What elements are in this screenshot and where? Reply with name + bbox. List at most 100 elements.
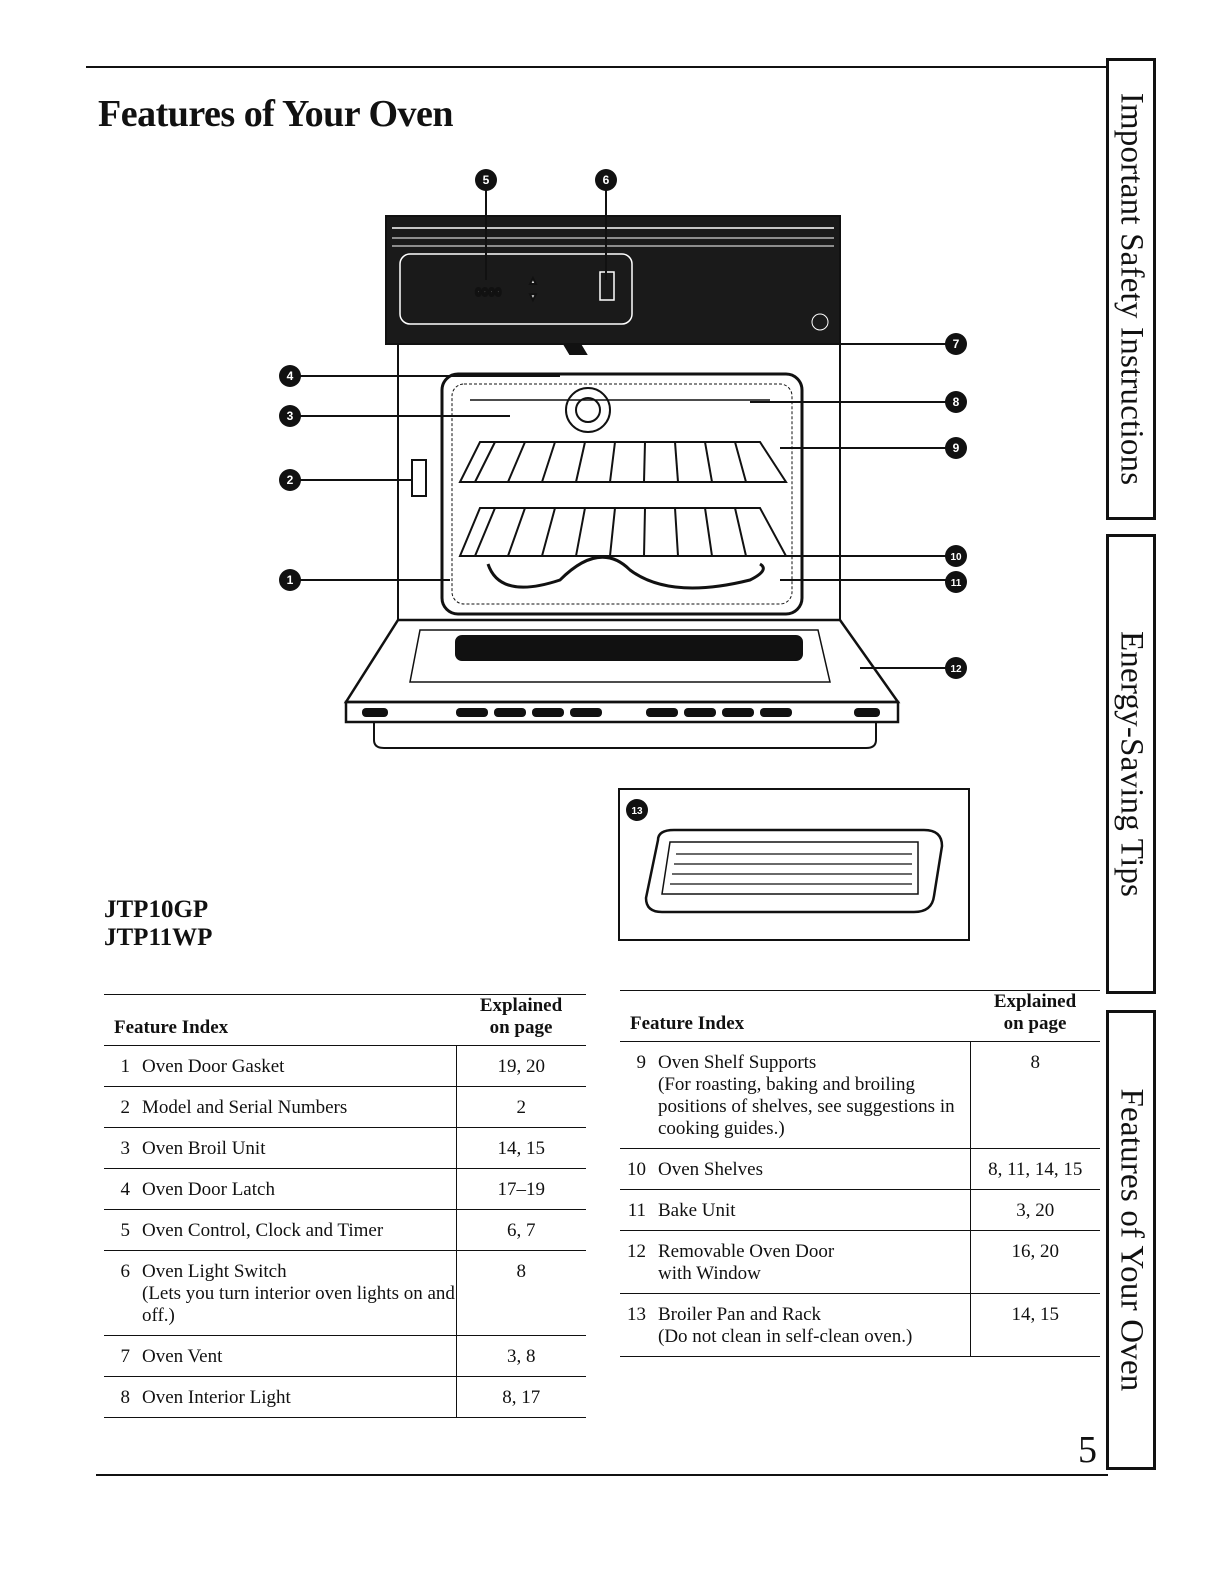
callout-9: 9	[945, 437, 967, 459]
header-line: Explained	[993, 991, 1077, 1012]
feature-name: Oven Vent	[142, 1346, 223, 1367]
feature-number: 2	[104, 1086, 142, 1128]
svg-text:3: 3	[287, 409, 294, 423]
svg-text:▼: ▼	[528, 292, 538, 303]
svg-text:5: 5	[483, 173, 490, 187]
feature-pages: 16, 20	[969, 1230, 1100, 1294]
feature-name: Oven Door Gasket	[142, 1056, 285, 1077]
callout-8: 8	[945, 391, 967, 413]
feature-pages: 3, 8	[455, 1335, 586, 1377]
feature-note: with Window	[658, 1263, 761, 1284]
feature-number: 4	[104, 1168, 142, 1210]
callout-6: 6	[595, 169, 617, 191]
feature-cell: Oven Light Switch(Lets you turn interior…	[142, 1250, 456, 1336]
feature-pages: 8, 17	[455, 1376, 586, 1418]
feature-name: Oven Light Switch	[142, 1261, 287, 1282]
callout-12: 12	[945, 657, 967, 679]
feature-name: Bake Unit	[658, 1200, 736, 1221]
callout-7: 7	[945, 333, 967, 355]
feature-name: Removable Oven Door	[658, 1241, 835, 1262]
feature-cell: Oven Broil Unit	[142, 1127, 456, 1169]
feature-name: Oven Interior Light	[142, 1387, 291, 1408]
oven-light	[565, 387, 611, 433]
oven-diagram: 0000 ▲ ▼	[279, 169, 967, 749]
top-rule	[86, 66, 1108, 68]
feature-pages: 3, 20	[969, 1189, 1100, 1231]
bottom-rule	[96, 1474, 1108, 1476]
feature-name: Model and Serial Numbers	[142, 1097, 348, 1118]
header-line: Explained	[479, 995, 563, 1016]
feature-number: 3	[104, 1127, 142, 1169]
broiler-pan-inset: 13	[618, 788, 970, 941]
feature-number: 6	[104, 1250, 142, 1336]
feature-cell: Oven Shelf Supports(For roasting, baking…	[658, 1041, 970, 1149]
feature-cell: Oven Control, Clock and Timer	[142, 1209, 456, 1251]
feature-cell: Oven Door Gasket	[142, 1045, 456, 1087]
svg-text:2: 2	[287, 473, 294, 487]
feature-name: Oven Broil Unit	[142, 1138, 266, 1159]
feature-pages: 6, 7	[455, 1209, 586, 1251]
feature-pages: 14, 15	[969, 1293, 1100, 1357]
feature-cell: Oven Door Latch	[142, 1168, 456, 1210]
svg-text:13: 13	[631, 806, 643, 817]
feature-number: 10	[620, 1148, 658, 1190]
feature-name: Broiler Pan and Rack	[658, 1304, 822, 1325]
feature-pages: 14, 15	[455, 1127, 586, 1169]
broiler-pan	[644, 828, 944, 914]
callout-1: 1	[279, 569, 301, 591]
model-number: JTP10GP	[104, 896, 209, 923]
callout-5: 5	[475, 169, 497, 191]
feature-index-header: Feature Index	[114, 1017, 229, 1038]
svg-text:12: 12	[950, 664, 962, 675]
oven-shelf-upper	[458, 441, 788, 483]
feature-number: 11	[620, 1189, 658, 1231]
tab-features-of-your-oven[interactable]: Features of Your Oven	[1106, 1010, 1156, 1470]
svg-text:6: 6	[603, 173, 610, 187]
feature-note: (Lets you turn interior oven lights on a…	[142, 1283, 455, 1326]
svg-text:▲: ▲	[528, 276, 538, 287]
feature-cell: Oven Interior Light	[142, 1376, 456, 1418]
feature-pages: 19, 20	[455, 1045, 586, 1087]
feature-number: 5	[104, 1209, 142, 1251]
feature-number: 9	[620, 1041, 658, 1149]
svg-text:7: 7	[953, 337, 960, 351]
feature-pages: 2	[455, 1086, 586, 1128]
feature-name: Oven Shelf Supports	[658, 1052, 817, 1073]
explained-on-page-header: Explained on page	[970, 991, 1100, 1042]
tab-important-safety-instructions[interactable]: Important Safety Instructions	[1106, 58, 1156, 520]
svg-text:9: 9	[953, 441, 960, 455]
feature-number: 13	[620, 1293, 658, 1357]
page-title: Features of Your Oven	[98, 93, 454, 135]
callout-3: 3	[279, 405, 301, 427]
svg-text:0000: 0000	[475, 286, 502, 299]
page-number: 5	[1078, 1429, 1097, 1471]
callout-4: 4	[279, 365, 301, 387]
tab-energy-saving-tips[interactable]: Energy-Saving Tips	[1106, 534, 1156, 994]
feature-cell: Oven Vent	[142, 1335, 456, 1377]
feature-note: (For roasting, baking and broiling posit…	[658, 1074, 955, 1139]
feature-cell: Broiler Pan and Rack(Do not clean in sel…	[658, 1293, 970, 1357]
svg-text:1: 1	[287, 573, 294, 587]
feature-cell: Oven Shelves	[658, 1148, 970, 1190]
oven-cavity	[440, 372, 804, 616]
feature-number: 8	[104, 1376, 142, 1418]
feature-name: Oven Door Latch	[142, 1179, 275, 1200]
feature-number: 12	[620, 1230, 658, 1294]
control-panel	[385, 215, 841, 345]
feature-name: Oven Shelves	[658, 1159, 764, 1180]
